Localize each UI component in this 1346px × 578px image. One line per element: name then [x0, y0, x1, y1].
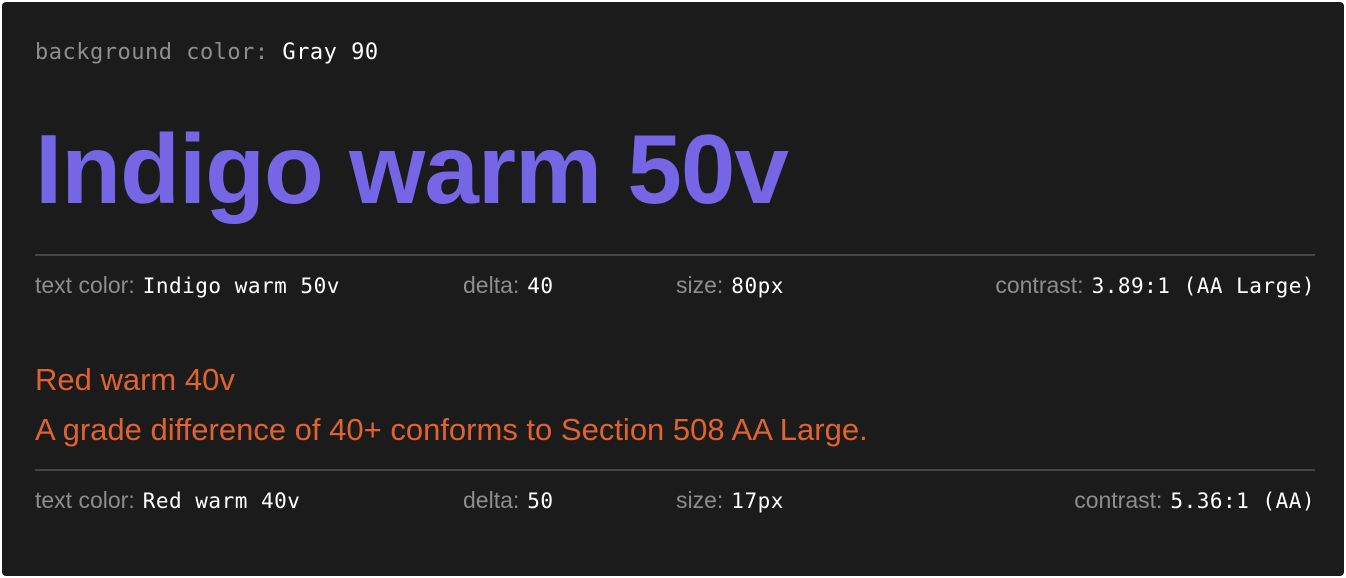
- divider-primary: [35, 254, 1315, 256]
- primary-meta-row: text color: Indigo warm 50v delta: 40 size…: [35, 272, 1315, 302]
- contrast-value: 5.36:1 (AA): [1170, 489, 1315, 513]
- contrast-label: contrast:: [995, 272, 1084, 298]
- delta-value: 50: [527, 489, 554, 513]
- contrast-label: contrast:: [1074, 487, 1163, 513]
- background-color-label: background color:: [35, 40, 269, 65]
- text-color-value: Red warm 40v: [142, 489, 301, 513]
- size-label: size:: [676, 272, 724, 298]
- divider-secondary: [35, 469, 1315, 471]
- delta-value: 40: [527, 274, 554, 298]
- secondary-meta-row: text color: Red warm 40v delta: 50 size: 17…: [35, 487, 1315, 517]
- size-value: 17px: [731, 489, 784, 513]
- secondary-sample-title: Red warm 40v: [35, 362, 235, 397]
- secondary-size: size: 17px: [676, 487, 784, 514]
- text-color-label: text color:: [35, 487, 135, 513]
- secondary-delta: delta: 50: [463, 487, 554, 514]
- primary-size: size: 80px: [676, 272, 784, 299]
- secondary-text-color: text color: Red warm 40v: [35, 487, 300, 514]
- primary-sample-text: Indigo warm 50v: [35, 114, 789, 224]
- primary-text-color: text color: Indigo warm 50v: [35, 272, 340, 299]
- primary-contrast: contrast: 3.89:1 (AA Large): [995, 272, 1315, 299]
- size-label: size:: [676, 487, 724, 513]
- size-value: 80px: [731, 274, 784, 298]
- secondary-contrast: contrast: 5.36:1 (AA): [1074, 487, 1315, 514]
- text-color-label: text color:: [35, 272, 135, 298]
- secondary-sample-description: A grade difference of 40+ conforms to Se…: [35, 412, 868, 447]
- contrast-value: 3.89:1 (AA Large): [1091, 274, 1315, 298]
- text-color-value: Indigo warm 50v: [142, 274, 340, 298]
- background-color-line: background color: Gray 90: [35, 40, 379, 65]
- delta-label: delta:: [463, 272, 520, 298]
- primary-delta: delta: 40: [463, 272, 554, 299]
- background-color-value: Gray 90: [282, 40, 379, 65]
- delta-label: delta:: [463, 487, 520, 513]
